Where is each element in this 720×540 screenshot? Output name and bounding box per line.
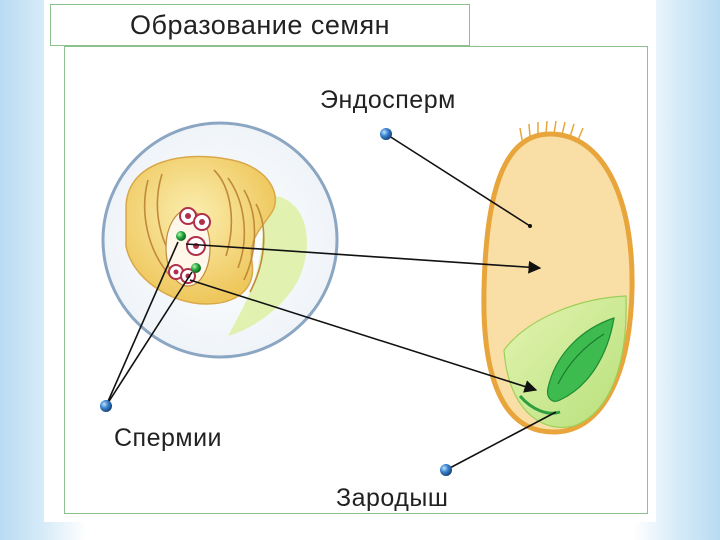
label-endosperm: Эндосперм <box>314 86 462 115</box>
title-box: Образование семян <box>50 4 470 46</box>
seed <box>481 120 635 435</box>
content-frame <box>64 46 648 514</box>
sperm-marker <box>100 400 112 412</box>
sperm-to-embryo-arrow <box>189 279 538 393</box>
sperm-cell-1 <box>176 231 186 241</box>
embryo-pointer-line <box>445 411 557 471</box>
sperm-cell-2 <box>191 263 201 273</box>
label-embryo: Зародыш <box>330 484 455 513</box>
endosperm-pointer-line <box>385 133 531 227</box>
pollen-tube <box>228 195 308 336</box>
label-sperm: Спермии <box>108 424 229 453</box>
sperm-pointer-line-2 <box>105 271 193 407</box>
pointer-lines <box>105 133 557 471</box>
endosperm-marker <box>380 128 392 140</box>
embryo-marker <box>440 464 452 476</box>
sperm-pointer-line-1 <box>105 241 179 407</box>
slide-title: Образование семян <box>130 9 390 40</box>
sperm-to-endosperm-arrow <box>185 243 542 274</box>
ovule-magnifier <box>101 121 339 359</box>
